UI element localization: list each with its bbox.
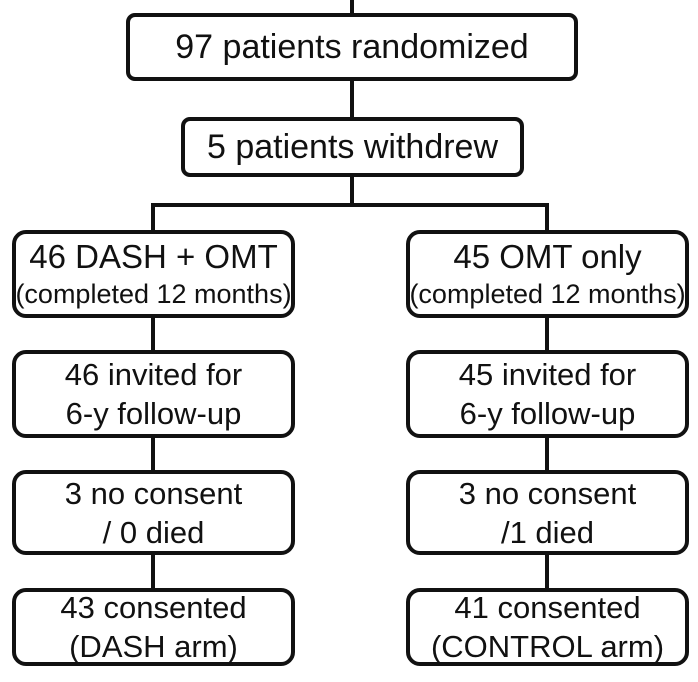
node-dash-no-consent-line2: / 0 died xyxy=(102,514,205,550)
node-omt-consented-line2: (CONTROL arm) xyxy=(430,629,665,664)
node-omt-invited-line1: 45 invited for xyxy=(458,357,637,392)
connector-right-consent-consented xyxy=(545,552,549,591)
node-omt-invited: 45 invited for 6-y follow-up xyxy=(406,350,689,438)
connector-top-stub xyxy=(350,0,354,16)
connector-randomized-withdrew xyxy=(350,78,354,120)
node-dash-consented-line2: (DASH arm) xyxy=(69,629,238,664)
node-dash-invited-line2: 6-y follow-up xyxy=(65,396,242,431)
connector-withdrew-split xyxy=(350,174,354,207)
node-dash-invited: 46 invited for 6-y follow-up xyxy=(12,350,295,438)
connector-split-right xyxy=(545,203,549,233)
node-dash-invited-line1: 46 invited for xyxy=(64,357,243,392)
connector-left-consent-consented xyxy=(151,552,155,591)
node-dash-completed-line1: 46 DASH + OMT xyxy=(29,237,278,275)
node-withdrew: 5 patients withdrew xyxy=(181,117,524,177)
node-dash-no-consent-line1: 3 no consent xyxy=(64,475,243,511)
node-withdrew-text: 5 patients withdrew xyxy=(206,128,499,166)
node-dash-no-consent: 3 no consent / 0 died xyxy=(12,470,295,555)
node-omt-consented: 41 consented (CONTROL arm) xyxy=(406,588,689,666)
node-dash-completed: 46 DASH + OMT (completed 12 months) xyxy=(12,230,295,318)
node-randomized: 97 patients randomized xyxy=(126,13,578,81)
node-omt-completed-line1: 45 OMT only xyxy=(453,237,642,275)
connector-left-invited-consent xyxy=(151,435,155,473)
connector-left-completed-invited xyxy=(151,315,155,353)
node-omt-no-consent: 3 no consent /1 died xyxy=(406,470,689,555)
node-omt-completed-line2: (completed 12 months) xyxy=(409,278,686,309)
node-randomized-text: 97 patients randomized xyxy=(175,28,529,66)
connector-split-left xyxy=(151,203,155,233)
node-omt-no-consent-line1: 3 no consent xyxy=(458,475,637,511)
node-omt-no-consent-line2: /1 died xyxy=(500,514,595,550)
node-dash-consented: 43 consented (DASH arm) xyxy=(12,588,295,666)
node-omt-completed: 45 OMT only (completed 12 months) xyxy=(406,230,689,318)
node-dash-consented-line1: 43 consented xyxy=(60,590,247,625)
node-omt-consented-line1: 41 consented xyxy=(454,590,641,625)
node-omt-invited-line2: 6-y follow-up xyxy=(459,396,636,431)
node-dash-completed-line2: (completed 12 months) xyxy=(15,278,292,309)
connector-right-completed-invited xyxy=(545,315,549,353)
connector-split-horizontal xyxy=(151,203,549,207)
connector-right-invited-consent xyxy=(545,435,549,473)
